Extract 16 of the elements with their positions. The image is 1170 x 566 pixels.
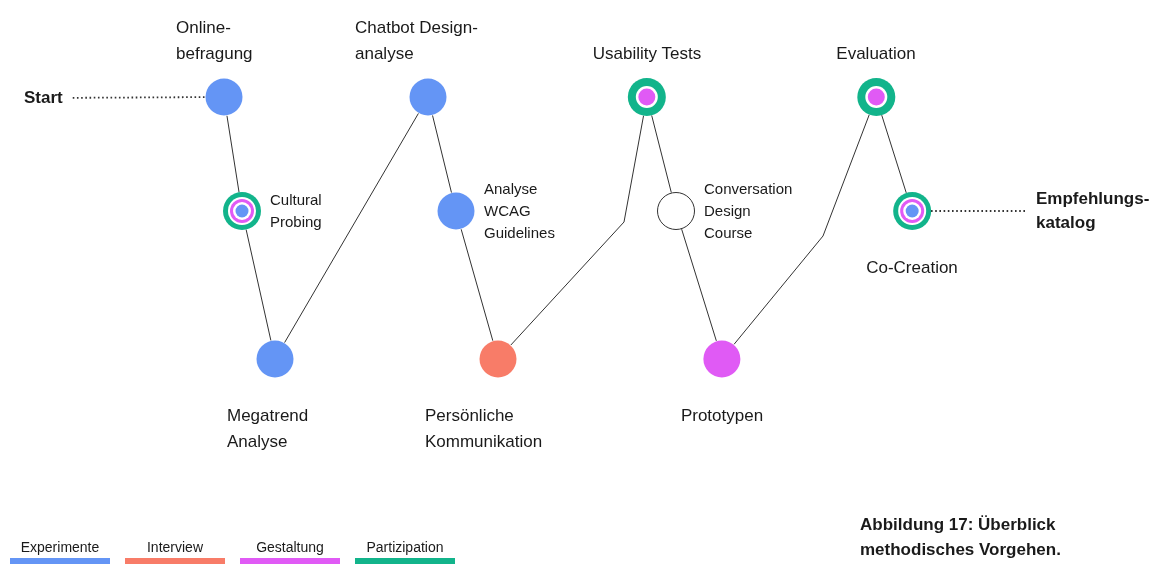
connector-line [245,229,272,341]
figure-caption: Abbildung 17: Überblick methodisches Vorgehen. [860,514,1062,561]
connector-line [226,115,240,193]
legend-label: Gestaltung [256,538,324,556]
legend-label: Partizipation [366,538,444,556]
legend-label: Interview [147,538,203,556]
connector-line [881,114,907,194]
connector-line [460,228,494,342]
connector-line [651,114,672,194]
connector-line [733,114,870,345]
connector-line [681,228,717,342]
connector-line [510,115,645,346]
legend-label: Experimente [20,538,100,556]
connector-line [284,112,419,344]
dotted-line [71,96,206,99]
connector-line [432,114,452,194]
